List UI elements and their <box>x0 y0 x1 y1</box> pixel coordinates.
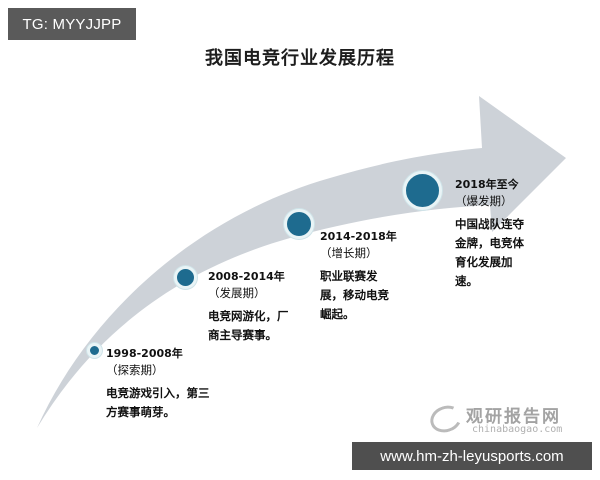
stage-year: 1998-2008年 <box>106 347 183 360</box>
diagram-title: 我国电竞行业发展历程 <box>205 48 395 69</box>
stage-phase: （增长期） <box>320 246 378 260</box>
watermark-logo: 观研报告网 chinabaogao.com <box>426 401 590 438</box>
stage-phase: （发展期） <box>208 286 266 300</box>
stage-phase: （爆发期） <box>455 194 513 208</box>
milestone-dot-2018 <box>403 171 442 210</box>
stage-desc: 职业联赛发展，移动电竞崛起。 <box>320 269 389 321</box>
stage-year: 2018年至今 <box>455 178 519 191</box>
tg-badge: TG: MYYJJPP <box>8 8 136 40</box>
milestone-dot-2014 <box>284 209 314 239</box>
stage-exploration: 1998-2008年 （探索期） 电竞游戏引入，第三方赛事萌芽。 <box>106 345 236 422</box>
stage-development: 2008-2014年 （发展期） 电竞网游化，厂商主导赛事。 <box>208 268 308 345</box>
stage-desc: 电竞网游化，厂商主导赛事。 <box>208 309 289 342</box>
milestone-dot-2008 <box>174 266 197 289</box>
watermark-name-cn: 观研报告网 <box>466 407 561 427</box>
swirl-logo-icon <box>426 401 466 437</box>
stage-desc: 中国战队连夺金牌，电竞体育化发展加速。 <box>455 217 524 288</box>
stage-year: 2014-2018年 <box>320 230 397 243</box>
stage-phase: （探索期） <box>106 363 164 377</box>
stage-desc: 电竞游戏引入，第三方赛事萌芽。 <box>106 386 210 419</box>
stage-explosion: 2018年至今 （爆发期） 中国战队连夺金牌，电竞体育化发展加速。 <box>455 176 545 291</box>
site-url-badge: www.hm-zh-leyusports.com <box>352 442 592 470</box>
watermark-name-en: chinabaogao.com <box>472 424 563 435</box>
milestone-dot-1998 <box>87 343 102 358</box>
stage-year: 2008-2014年 <box>208 270 285 283</box>
stage-growth: 2014-2018年 （增长期） 职业联赛发展，移动电竞崛起。 <box>320 228 410 324</box>
